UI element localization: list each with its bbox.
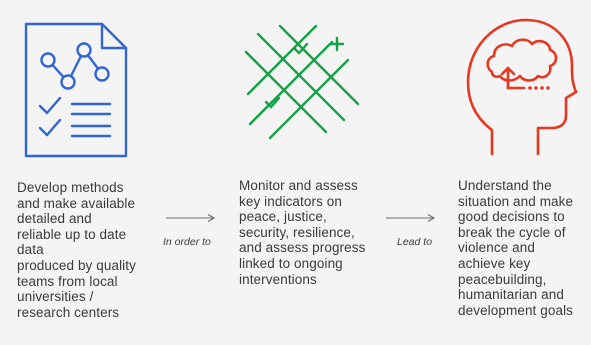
connector-label-1: In order to	[163, 236, 211, 248]
connector-arrow-1	[166, 214, 216, 222]
connector-label-2: Lead to	[397, 236, 433, 248]
report-chart-checklist-icon	[24, 22, 128, 158]
step-3-text: Understand the situation and make good d…	[458, 178, 574, 318]
crosshatch-grid-checkmarks-icon	[244, 24, 360, 140]
step-1-text: Develop methods and make available detai…	[17, 180, 136, 320]
head-brain-decision-icon	[466, 18, 578, 156]
connector-arrow-2	[386, 214, 436, 222]
step-2-text: Monitor and assess key indicators on pea…	[239, 178, 366, 287]
